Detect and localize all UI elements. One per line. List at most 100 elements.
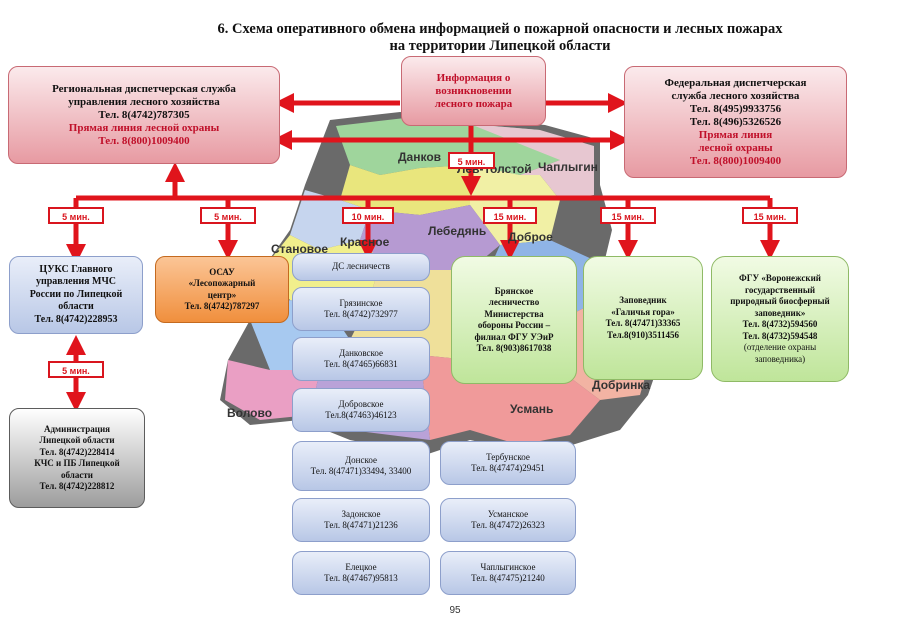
- ds-forestries-header: ДС лесничеств: [292, 253, 430, 281]
- box-line: Тел. 8(495)9933756: [689, 102, 782, 115]
- forestry-box: Тербунское Тел. 8(47474)29451: [440, 441, 576, 485]
- box-line: Заповедник: [619, 295, 667, 305]
- box-note: заповедника): [754, 353, 806, 364]
- map-town-label: Доброе: [508, 230, 553, 244]
- federal-dispatch-box: Федеральная диспетчерская служба лесного…: [624, 66, 847, 178]
- forestry-name: Данковское: [338, 347, 384, 358]
- box-line: Тел. 8(4742)787297: [184, 301, 260, 311]
- forestry-phone: Тел. 8(4742)732977: [324, 309, 398, 319]
- time-label-center: 5 мин.: [448, 152, 495, 169]
- box-line: филиал ФГУ УЭиР: [474, 331, 554, 342]
- time-label-voronezh: 15 мин.: [742, 207, 798, 224]
- fire-info-source-box: Информация о возникновении лесного пожар…: [401, 56, 546, 126]
- map-town-label: Красное: [340, 235, 390, 249]
- title-line: 6. Схема оперативного обмена информацией…: [217, 21, 783, 37]
- box-line: ФГУ «Воронежский: [739, 273, 821, 283]
- box-line-red: Прямая линия лесной охраны: [68, 121, 220, 134]
- box-line: области: [58, 301, 94, 313]
- box-line: Тел. 8(4742)228414: [39, 446, 115, 457]
- box-line: Тел. 8(47471)33365: [605, 318, 681, 328]
- box-line: Федеральная диспетчерская: [664, 76, 807, 89]
- box-line-red: Прямая линия: [698, 128, 773, 141]
- forestry-name: Чаплыгинское: [480, 561, 536, 572]
- box-line: Тел. 8(496)5326526: [689, 115, 782, 128]
- forestry-box: Елецкое Тел. 8(47467)95813: [292, 551, 430, 595]
- forestry-box: Чаплыгинское Тел. 8(47475)21240: [440, 551, 576, 595]
- page-title: 6. Схема оперативного обмена информацией…: [150, 21, 850, 55]
- forestry-name: Елецкое: [345, 561, 377, 572]
- box-line: ЦУКС Главного: [39, 263, 113, 275]
- forestry-phone: Тел. 8(47475)21240: [471, 573, 545, 583]
- box-line: Тел. 8(903)8617038: [476, 343, 552, 353]
- box-line: государственный: [744, 284, 816, 295]
- box-line: «Лесопожарный: [188, 278, 256, 288]
- box-line: служба лесного хозяйства: [671, 89, 800, 102]
- forestry-box: Усманское Тел. 8(47472)26323: [440, 498, 576, 542]
- forestry-phone: Тел. 8(47465)66831: [324, 359, 398, 369]
- box-line: природный биосферный: [730, 296, 830, 306]
- forestry-phone: Тел. 8(47472)26323: [471, 520, 545, 530]
- galichya-reserve-box: Заповедник «Галичья гора» Тел. 8(47471)3…: [583, 256, 703, 380]
- box-line: управления МЧС: [35, 276, 117, 288]
- forestry-phone: Тел. 8(47471)33494, 33400: [310, 466, 412, 476]
- forestry-phone: Тел. 8(47474)29451: [471, 463, 545, 473]
- forestry-name: Тербунское: [486, 451, 530, 462]
- forestry-box: Добровское Тел.8(47463)46123: [292, 388, 430, 432]
- tsuks-mchs-box: ЦУКС Главного управления МЧС России по Л…: [9, 256, 143, 334]
- forestry-phone: Тел. 8(47471)21236: [324, 520, 398, 530]
- forestry-name: Задонское: [341, 508, 381, 519]
- administration-box: Администрация Липецкой области Тел. 8(47…: [9, 408, 145, 508]
- box-line: «Галичья гора»: [611, 306, 675, 317]
- box-line: заповедник»: [754, 307, 806, 318]
- forestry-box: Данковское Тел. 8(47465)66831: [292, 337, 430, 381]
- map-town-label: Чаплыгин: [538, 160, 598, 174]
- map-town-label: Усмань: [510, 402, 554, 416]
- box-line: Тел. 8(4732)594560: [742, 319, 818, 329]
- box-line-red: Тел. 8(800)1009400: [689, 154, 782, 167]
- forestry-phone: Тел. 8(47467)95813: [324, 573, 398, 583]
- regional-dispatch-box: Региональная диспетчерская служба управл…: [8, 66, 280, 164]
- box-line: центр»: [207, 289, 237, 300]
- time-label-galichya: 15 мин.: [600, 207, 656, 224]
- box-line: Тел. 8(4742)228812: [39, 481, 115, 491]
- time-label-osau: 5 мин.: [200, 207, 256, 224]
- box-line: ОСАУ: [209, 266, 235, 277]
- box-line: лесничество: [488, 297, 540, 307]
- box-line: управления лесного хозяйства: [68, 95, 220, 108]
- box-line: Тел. 8(4742)228953: [34, 313, 118, 325]
- box-line: Министерства: [484, 308, 544, 319]
- map-town-label: Данков: [398, 150, 442, 164]
- title-line: на территории Липецкой области: [389, 38, 611, 54]
- forestry-box: Донское Тел. 8(47471)33494, 33400: [292, 441, 430, 491]
- forestry-phone: Тел.8(47463)46123: [325, 410, 397, 420]
- forestry-box: Грязинское Тел. 8(4742)732977: [292, 287, 430, 331]
- box-line: Информация о: [436, 71, 511, 84]
- box-line: России по Липецкой: [29, 288, 123, 300]
- time-label-tsuks: 5 мин.: [48, 207, 104, 224]
- time-label-admin: 5 мин.: [48, 361, 104, 378]
- box-line: возникновении: [435, 84, 512, 97]
- box-line: Тел.8(910)3511456: [607, 329, 679, 340]
- box-line: Тел. 8(4742)787305: [98, 108, 190, 121]
- box-line: Тел. 8(4732)594548: [742, 330, 818, 341]
- forestry-name: Грязинское: [339, 297, 383, 308]
- forestry-name: Усманское: [487, 508, 529, 519]
- bryansk-forestry-box: Брянское лесничество Министерства оборон…: [451, 256, 577, 384]
- forestry-name: Добровское: [338, 398, 384, 409]
- map-town-label: Становое: [271, 242, 329, 256]
- box-line: лесного пожара: [434, 97, 513, 110]
- box-line: области: [61, 469, 93, 480]
- forestry-name: Донское: [345, 454, 377, 465]
- time-label-ds: 10 мин.: [342, 207, 394, 224]
- page-number: 95: [449, 605, 461, 616]
- box-line-red: лесной охраны: [698, 141, 773, 154]
- map-town-label: Лебедянь: [428, 224, 487, 238]
- box-line: Региональная диспетчерская служба: [52, 82, 236, 95]
- box-note: (отделение охраны: [743, 342, 817, 352]
- osau-fire-center-box: ОСАУ «Лесопожарный центр» Тел. 8(4742)78…: [155, 256, 289, 323]
- forestry-box: Задонское Тел. 8(47471)21236: [292, 498, 430, 542]
- box-line: ДС лесничеств: [332, 261, 390, 272]
- box-line: КЧС и ПБ Липецкой: [34, 458, 120, 468]
- box-line: Администрация: [43, 423, 110, 434]
- box-line-red: Тел. 8(800)1009400: [98, 134, 190, 147]
